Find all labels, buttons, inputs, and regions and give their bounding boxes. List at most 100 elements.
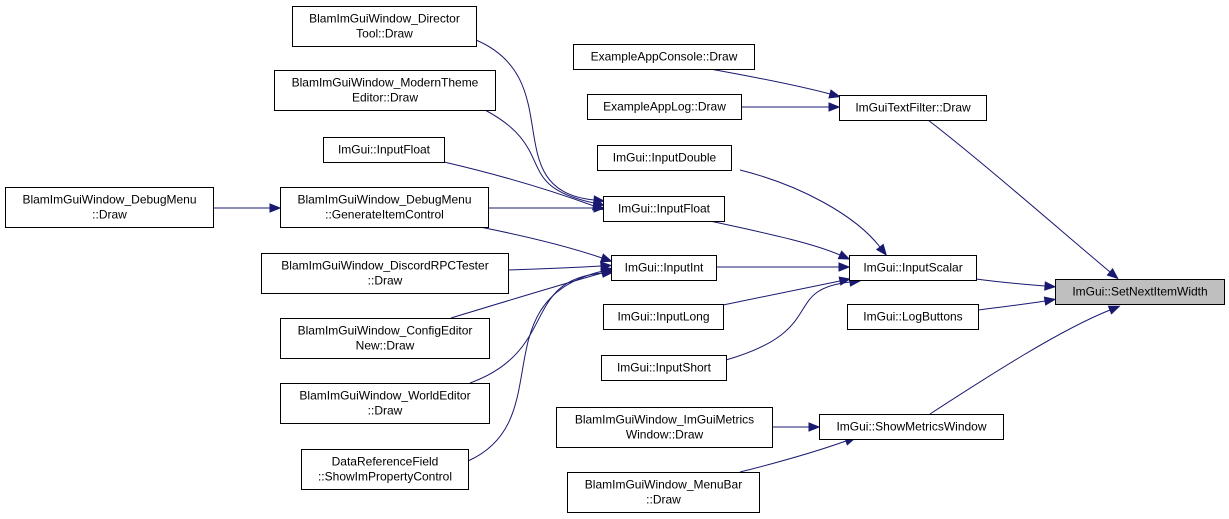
node-box xyxy=(567,472,760,513)
arrowhead-icon xyxy=(828,102,841,112)
edge-line xyxy=(479,226,603,259)
edge-line xyxy=(739,440,847,473)
arrowhead-icon xyxy=(599,253,613,263)
node-label: ImGuiTextFilter::Draw xyxy=(855,101,971,115)
edge-appconsole_draw-to-textfilter_draw xyxy=(709,68,841,99)
edge-line xyxy=(450,272,603,319)
node-logbuttons[interactable]: ImGui::LogButtons xyxy=(847,304,979,330)
arrowhead-icon xyxy=(875,243,888,256)
node-label: BlamImGuiWindow_ConfigEditor xyxy=(298,324,473,338)
edge-showmetricswindow-to-setnextitemwidth xyxy=(929,305,1121,415)
node-box xyxy=(847,304,979,330)
node-worldeditor_draw[interactable]: BlamImGuiWindow_WorldEditor::Draw xyxy=(280,383,490,424)
node-inputdouble[interactable]: ImGui::InputDouble xyxy=(597,145,732,171)
edge-line xyxy=(739,169,881,248)
arrowhead-icon xyxy=(1044,281,1057,291)
node-label: ImGui::InputLong xyxy=(617,310,709,324)
node-debugmenu_draw[interactable]: BlamImGuiWindow_DebugMenu::Draw xyxy=(5,187,214,228)
edge-metricswindow_draw-to-showmetricswindow xyxy=(772,422,821,432)
node-label: ImGui::InputInt xyxy=(625,261,704,275)
node-label: ImGui::InputScalar xyxy=(863,261,962,275)
node-box xyxy=(611,255,717,281)
node-inputshort[interactable]: ImGui::InputShort xyxy=(601,355,727,381)
node-inputlong[interactable]: ImGui::InputLong xyxy=(603,304,724,330)
edge-inputscalar-to-setnextitemwidth xyxy=(975,278,1057,291)
node-box xyxy=(261,253,509,294)
node-box xyxy=(573,44,755,70)
node-datareference_show[interactable]: DataReferenceField::ShowImPropertyContro… xyxy=(301,449,469,490)
node-inputscalar[interactable]: ImGui::InputScalar xyxy=(849,255,977,281)
node-box xyxy=(849,255,977,281)
node-textfilter_draw[interactable]: ImGuiTextFilter::Draw xyxy=(839,95,987,121)
edge-logbuttons-to-setnextitemwidth xyxy=(977,296,1057,311)
node-box xyxy=(280,187,489,228)
edge-debugmenu_generate-to-inputint xyxy=(479,226,613,263)
node-box xyxy=(603,304,724,330)
node-discordrpc_draw[interactable]: BlamImGuiWindow_DiscordRPCTester::Draw xyxy=(261,253,509,294)
node-inputfloat_mid[interactable]: ImGui::InputFloat xyxy=(603,196,725,222)
node-box xyxy=(556,407,773,448)
node-label: BlamImGuiWindow_ModernTheme xyxy=(292,76,479,90)
node-label: ExampleAppLog::Draw xyxy=(603,100,726,114)
node-inputfloat_left[interactable]: ImGui::InputFloat xyxy=(323,137,445,163)
node-label: Window::Draw xyxy=(626,428,704,442)
node-label: Tool::Draw xyxy=(356,27,413,41)
node-label: BlamImGuiWindow_DebugMenu xyxy=(22,193,196,207)
edge-line xyxy=(722,280,841,306)
node-label: ImGui::LogButtons xyxy=(863,310,962,324)
node-showmetricswindow[interactable]: ImGui::ShowMetricsWindow xyxy=(819,414,1004,440)
node-label: ::Draw xyxy=(368,404,403,418)
node-label: ExampleAppConsole::Draw xyxy=(591,50,738,64)
node-box xyxy=(601,355,727,381)
edge-datareference_show-to-inputint xyxy=(467,266,615,462)
edge-line xyxy=(975,278,1046,287)
arrowhead-icon xyxy=(838,262,851,272)
node-box xyxy=(292,6,477,47)
arrowhead-icon xyxy=(1043,296,1057,306)
node-box xyxy=(323,137,445,163)
edge-textfilter_draw-to-setnextitemwidth xyxy=(927,119,1119,280)
edge-line xyxy=(507,265,602,271)
node-menubar_draw[interactable]: BlamImGuiWindow_MenuBar::Draw xyxy=(567,472,760,513)
node-box xyxy=(5,187,214,228)
node-box xyxy=(1055,279,1225,305)
node-appconsole_draw[interactable]: ExampleAppConsole::Draw xyxy=(573,44,755,70)
edge-debugmenu_generate-to-inputfloat_mid xyxy=(487,203,606,213)
node-label: ::GenerateItemControl xyxy=(325,208,444,222)
arrowhead-icon xyxy=(269,203,282,213)
node-label: BlamImGuiWindow_MenuBar xyxy=(585,478,742,492)
node-inputint[interactable]: ImGui::InputInt xyxy=(611,255,717,281)
node-box xyxy=(597,145,732,171)
node-label: BlamImGuiWindow_DiscordRPCTester xyxy=(281,259,488,273)
node-debugmenu_generate[interactable]: BlamImGuiWindow_DebugMenu::GenerateItemC… xyxy=(280,187,489,228)
node-box xyxy=(301,449,469,490)
edge-inputlong-to-inputscalar xyxy=(722,276,852,306)
edge-inputdouble-to-inputscalar xyxy=(739,169,888,256)
node-setnextitemwidth[interactable]: ImGui::SetNextItemWidth xyxy=(1055,279,1225,305)
edge-line xyxy=(443,161,595,207)
edge-line xyxy=(927,119,1111,273)
arrowhead-icon xyxy=(1107,305,1121,315)
node-label: ImGui::InputFloat xyxy=(338,143,431,157)
edge-inputfloat_mid-to-inputscalar xyxy=(709,220,851,260)
node-label: DataReferenceField xyxy=(332,455,439,469)
node-box xyxy=(587,94,742,120)
arrowhead-icon xyxy=(837,250,851,260)
arrowhead-icon xyxy=(828,89,841,99)
arrowhead-icon xyxy=(808,422,821,432)
edge-discordrpc_draw-to-inputint xyxy=(507,261,613,271)
edge-debugmenu_draw-to-debugmenu_generate xyxy=(212,203,282,213)
edge-line xyxy=(709,68,831,95)
node-label: BlamImGuiWindow_Director xyxy=(309,12,460,26)
node-label: ::Draw xyxy=(92,208,127,222)
edge-line xyxy=(467,270,604,462)
node-applog_draw[interactable]: ExampleAppLog::Draw xyxy=(587,94,742,120)
edge-moderntheme_draw-to-inputfloat_mid xyxy=(484,109,606,208)
node-label: BlamImGuiWindow_DebugMenu xyxy=(297,193,471,207)
node-label: ImGui::InputFloat xyxy=(618,202,711,216)
edge-line xyxy=(484,109,595,204)
